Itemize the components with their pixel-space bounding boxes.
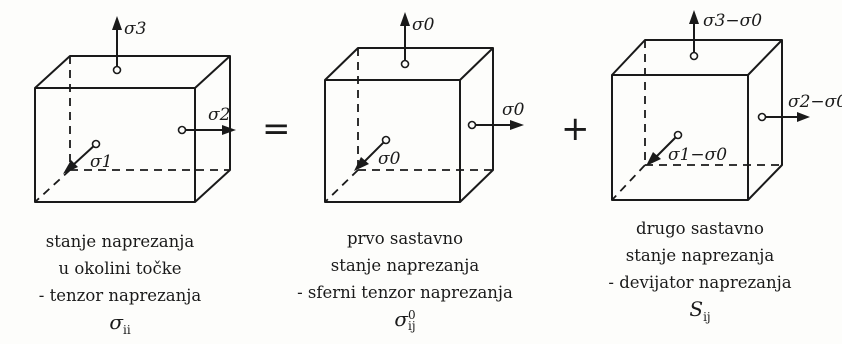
cube-3-top-face <box>611 39 783 76</box>
cube-1-top-point <box>112 65 122 75</box>
cube-2-front-face <box>324 79 461 203</box>
cube-1-front-face <box>34 87 196 203</box>
cube-2-top-label: σ0 <box>412 15 435 35</box>
cube-3-top-arrowhead <box>689 10 699 24</box>
caption-3-line-3: - devijator naprezanja <box>608 273 792 292</box>
cube-3-front-arrow <box>655 134 679 158</box>
caption-3: drugo sastavno stanje naprezanja - devij… <box>575 215 825 331</box>
cube-2-right-face <box>459 48 494 203</box>
caption-1-line-1: stanje naprezanja <box>45 232 195 251</box>
caption-1-line-3: - tenzor naprezanja <box>38 286 202 305</box>
cube-3-top-label: σ3−σ0 <box>703 11 762 31</box>
cube-3-right-point <box>757 112 767 122</box>
caption-3-line-2: stanje naprezanja <box>625 246 775 265</box>
cube-2-hidden-depth <box>324 169 359 203</box>
plus-sign: + <box>561 109 590 149</box>
cube-1-right-arrowhead <box>222 125 236 135</box>
caption-2-line-2: stanje naprezanja <box>330 256 480 275</box>
cube-3-front-arrowhead <box>646 152 661 166</box>
cube-1: σ3 σ2 σ1 <box>34 16 236 203</box>
cube-3-right-arrowhead <box>797 112 810 122</box>
cube-3-top-point <box>689 51 699 61</box>
caption-3-symbol: Sij <box>689 297 711 324</box>
caption-1-line-2: u okolini točke <box>58 259 182 278</box>
cube-3-front-label: σ1−σ0 <box>668 145 727 165</box>
caption-1-symbol: σii <box>109 310 131 337</box>
cube-2-right-point <box>467 120 477 130</box>
caption-2: prvo sastavno stanje naprezanja - sferni… <box>280 225 530 333</box>
cube-3-hidden-depth <box>611 164 646 201</box>
cube-3: σ3−σ0 σ2−σ0 σ1−σ0 <box>611 10 842 201</box>
cube-1-front-point <box>91 139 101 149</box>
cube-1-front-arrowhead <box>63 160 78 174</box>
equals-sign: = <box>262 109 291 149</box>
cube-1-top-arrowhead <box>112 16 122 30</box>
cube-2-right-label: σ0 <box>502 100 525 120</box>
cube-2-right-arrowhead <box>510 120 524 130</box>
cube-2-front-point <box>381 135 391 145</box>
cube-1-front-label: σ1 <box>90 152 112 172</box>
caption-2-line-1: prvo sastavno <box>346 229 464 248</box>
caption-2-line-3: - sferni tenzor naprezanja <box>297 283 513 302</box>
caption-1: stanje naprezanja u okolini točke - tenz… <box>0 228 240 344</box>
cube-2-front-arrow <box>363 139 387 163</box>
cube-3-right-label: σ2−σ0 <box>788 92 842 112</box>
cube-1-top-face <box>34 55 231 89</box>
cube-1-hidden-depth <box>34 169 71 203</box>
cube-2-top-arrowhead <box>400 12 410 26</box>
cube-2-front-label: σ0 <box>378 149 401 169</box>
cube-2-front-arrowhead <box>354 157 369 171</box>
caption-3-line-1: drugo sastavno <box>636 219 764 238</box>
cube-1-right-label: σ2 <box>208 105 230 125</box>
cube-1-right-point <box>177 125 187 135</box>
cube-2-top-point <box>400 59 410 69</box>
cube-2: σ0 σ0 σ0 <box>324 12 525 203</box>
cube-1-front-arrow <box>71 143 97 167</box>
cube-1-top-label: σ3 <box>124 19 146 39</box>
cube-3-front-point <box>673 130 683 140</box>
cube-2-top-face <box>324 47 494 81</box>
cube-3-right-face <box>747 40 783 201</box>
